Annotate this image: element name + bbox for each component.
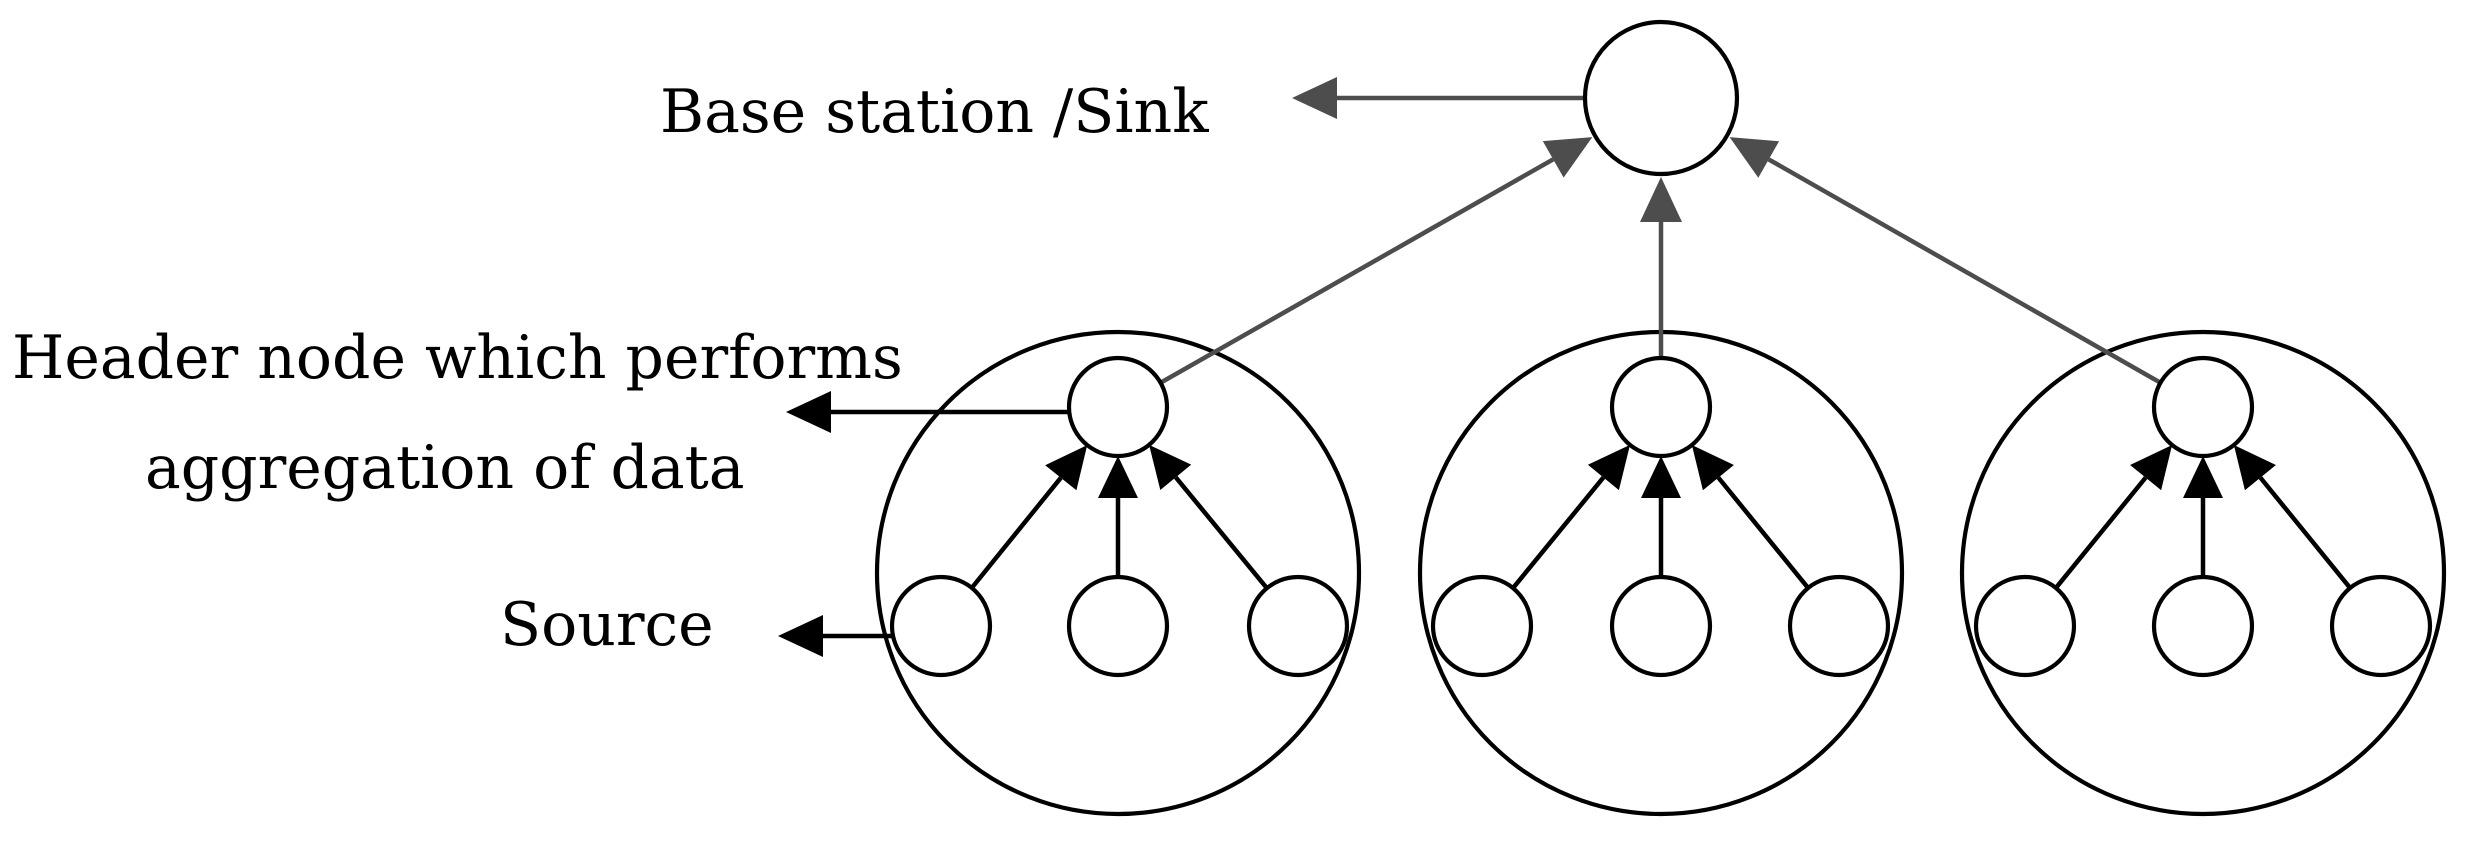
source-node-3b bbox=[2151, 574, 2255, 678]
source-to-header-2-1-arrowhead bbox=[1587, 444, 1630, 491]
header-node-3 bbox=[2151, 355, 2255, 459]
source-to-header-1-1-line bbox=[970, 476, 1063, 590]
source-to-header-1-3-arrowhead bbox=[1149, 444, 1192, 490]
sink-label: Base station /Sink bbox=[660, 77, 1209, 147]
header-to-sink-3-arrowhead bbox=[1729, 137, 1780, 178]
cluster-1-circle bbox=[874, 329, 1362, 817]
source-to-header-3-1-arrowhead bbox=[2130, 445, 2173, 491]
source-pointer-arrowhead bbox=[778, 615, 823, 657]
source-to-header-3-3-line bbox=[2258, 476, 2352, 590]
source-node-1b bbox=[1066, 574, 1170, 678]
source-to-header-2-3-line bbox=[1716, 476, 1810, 590]
source-node-1c bbox=[1246, 574, 1350, 678]
source-node-1a bbox=[889, 574, 993, 678]
source-to-header-3-2-arrowhead bbox=[2183, 456, 2223, 498]
cluster-3-circle bbox=[1959, 329, 2447, 817]
source-to-header-1-3-line bbox=[1174, 475, 1269, 590]
header-node-2 bbox=[1609, 355, 1713, 459]
source-node-2b bbox=[1609, 574, 1713, 678]
sink-pointer-arrowhead bbox=[1292, 77, 1337, 119]
source-node-3c bbox=[2329, 574, 2433, 678]
source-node-2a bbox=[1430, 574, 1534, 678]
header-node-1 bbox=[1066, 355, 1170, 459]
header-to-sink-1-arrowhead bbox=[1542, 137, 1593, 178]
outer-edges bbox=[1159, 137, 2162, 385]
source-to-header-2-1-line bbox=[1511, 476, 1606, 590]
source-to-header-1-2-arrowhead bbox=[1098, 456, 1138, 498]
source-to-header-1-1-arrowhead bbox=[1045, 445, 1088, 491]
source-node-3a bbox=[1973, 574, 2077, 678]
sink-node bbox=[1582, 19, 1740, 177]
source-label: Source bbox=[500, 590, 714, 660]
header-to-sink-3-line bbox=[1767, 157, 2162, 385]
header-label-line2: aggregation of data bbox=[145, 433, 745, 503]
source-to-header-2-3-arrowhead bbox=[1691, 445, 1734, 491]
source-to-header-2-2-arrowhead bbox=[1641, 456, 1681, 498]
inner-edges bbox=[970, 444, 2352, 590]
header-to-sink-1-line bbox=[1159, 157, 1555, 385]
header-label-line1: Header node which performs bbox=[12, 323, 903, 393]
source-to-header-3-3-arrowhead bbox=[2233, 445, 2276, 491]
source-node-2c bbox=[1787, 574, 1891, 678]
source-to-header-3-1-line bbox=[2054, 476, 2148, 590]
header-pointer-arrowhead bbox=[786, 391, 831, 433]
header-to-sink-2-arrowhead bbox=[1640, 177, 1682, 222]
pointer-arrows bbox=[778, 77, 1625, 657]
